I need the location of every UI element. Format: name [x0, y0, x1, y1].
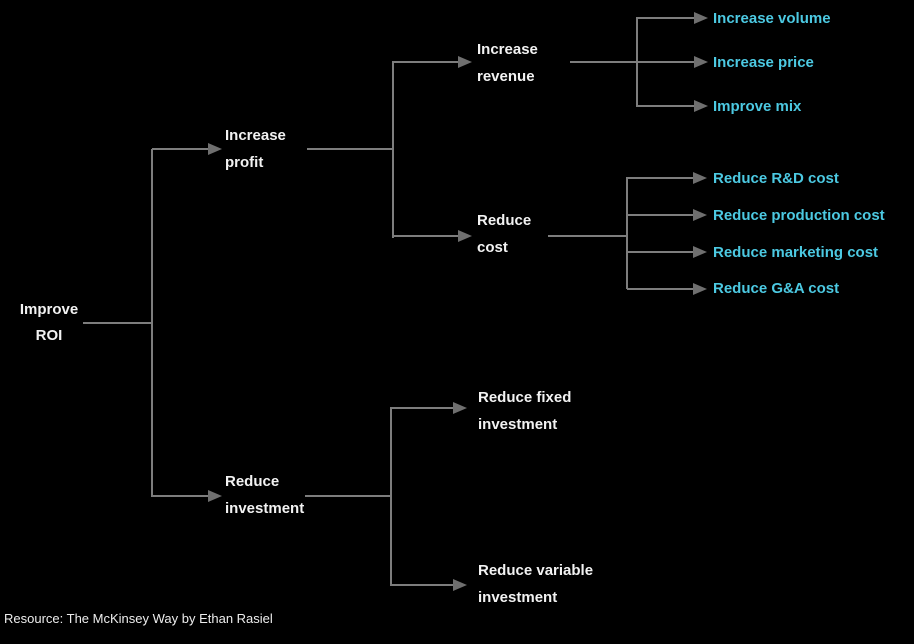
node-reduce-investment-line1: Reduce: [225, 473, 280, 490]
connector-cost-stem: [548, 235, 628, 237]
connector-profit-spine: [392, 61, 394, 238]
arrowhead-reduce-investment-icon: [208, 490, 222, 502]
leaf-reduce-rnd-cost: Reduce R&D cost: [713, 170, 839, 187]
node-increase-profit: Increase profit: [225, 122, 286, 176]
arrowhead-reduce-variable-investment-icon: [453, 579, 467, 591]
connector-branch-reduce-cost: [393, 235, 458, 237]
connector-branch-reduce-investment: [152, 495, 208, 497]
node-increase-revenue: Increase revenue: [477, 36, 538, 90]
leaf-increase-volume: Increase volume: [713, 10, 831, 27]
node-reduce-variable-investment: Reduce variable investment: [478, 557, 593, 611]
connector-branch-reduce-variable-investment: [391, 584, 453, 586]
connector-investment-spine: [390, 407, 392, 586]
node-improve-roi-line2: ROI: [35, 327, 63, 344]
connector-root-spine: [151, 149, 153, 497]
arrowhead-reduce-rnd-cost-icon: [693, 172, 707, 184]
node-reduce-fixed-investment: Reduce fixed investment: [478, 384, 571, 438]
connector-revenue-stem: [570, 61, 638, 63]
node-increase-profit-line2: profit: [225, 154, 264, 171]
leaf-increase-price: Increase price: [713, 54, 814, 71]
node-reduce-cost: Reduce cost: [477, 207, 531, 261]
connector-branch-improve-mix: [637, 105, 694, 107]
connector-branch-reduce-ga-cost: [627, 288, 693, 290]
node-reduce-variable-investment-line2: investment: [478, 589, 558, 606]
arrowhead-reduce-fixed-investment-icon: [453, 402, 467, 414]
connector-investment-stem: [305, 495, 392, 497]
node-reduce-variable-investment-line1: Reduce variable: [478, 562, 594, 579]
connector-branch-increase-revenue: [393, 61, 458, 63]
leaf-reduce-marketing-cost: Reduce marketing cost: [713, 244, 879, 261]
arrowhead-reduce-marketing-cost-icon: [693, 246, 707, 258]
connector-branch-increase-profit: [152, 148, 208, 150]
arrowhead-reduce-ga-cost-icon: [693, 283, 707, 295]
node-reduce-fixed-investment-line1: Reduce fixed: [478, 389, 572, 406]
connector-cost-spine: [626, 177, 628, 289]
node-increase-revenue-line2: revenue: [477, 68, 535, 85]
connector-branch-reduce-marketing-cost: [627, 251, 693, 253]
node-increase-profit-line1: Increase: [225, 127, 286, 144]
source-credit: Resource: The McKinsey Way by Ethan Rasi…: [4, 611, 273, 626]
connector-branch-increase-price: [637, 61, 694, 63]
node-reduce-investment: Reduce investment: [225, 468, 304, 522]
arrowhead-increase-profit-icon: [208, 143, 222, 155]
node-reduce-fixed-investment-line2: investment: [478, 416, 558, 433]
connector-branch-reduce-rnd-cost: [627, 177, 693, 179]
arrowhead-increase-revenue-icon: [458, 56, 472, 68]
arrowhead-improve-mix-icon: [694, 100, 708, 112]
connector-root-stem: [83, 322, 152, 324]
node-reduce-cost-line2: cost: [477, 239, 508, 256]
connector-profit-stem: [307, 148, 394, 150]
node-reduce-cost-line1: Reduce: [477, 212, 532, 229]
arrowhead-reduce-production-cost-icon: [693, 209, 707, 221]
connector-branch-reduce-production-cost: [627, 214, 693, 216]
node-increase-revenue-line1: Increase: [477, 41, 538, 58]
arrowhead-reduce-cost-icon: [458, 230, 472, 242]
leaf-reduce-ga-cost: Reduce G&A cost: [713, 280, 840, 297]
arrowhead-increase-price-icon: [694, 56, 708, 68]
arrowhead-increase-volume-icon: [694, 12, 708, 24]
connector-branch-reduce-fixed-investment: [391, 407, 453, 409]
connector-branch-increase-volume: [637, 17, 694, 19]
node-reduce-investment-line2: investment: [225, 500, 305, 517]
leaf-improve-mix: Improve mix: [713, 98, 802, 115]
node-improve-roi-line1: Improve: [19, 301, 79, 318]
node-improve-roi: Improve ROI: [6, 297, 92, 349]
leaf-reduce-production-cost: Reduce production cost: [713, 207, 885, 224]
